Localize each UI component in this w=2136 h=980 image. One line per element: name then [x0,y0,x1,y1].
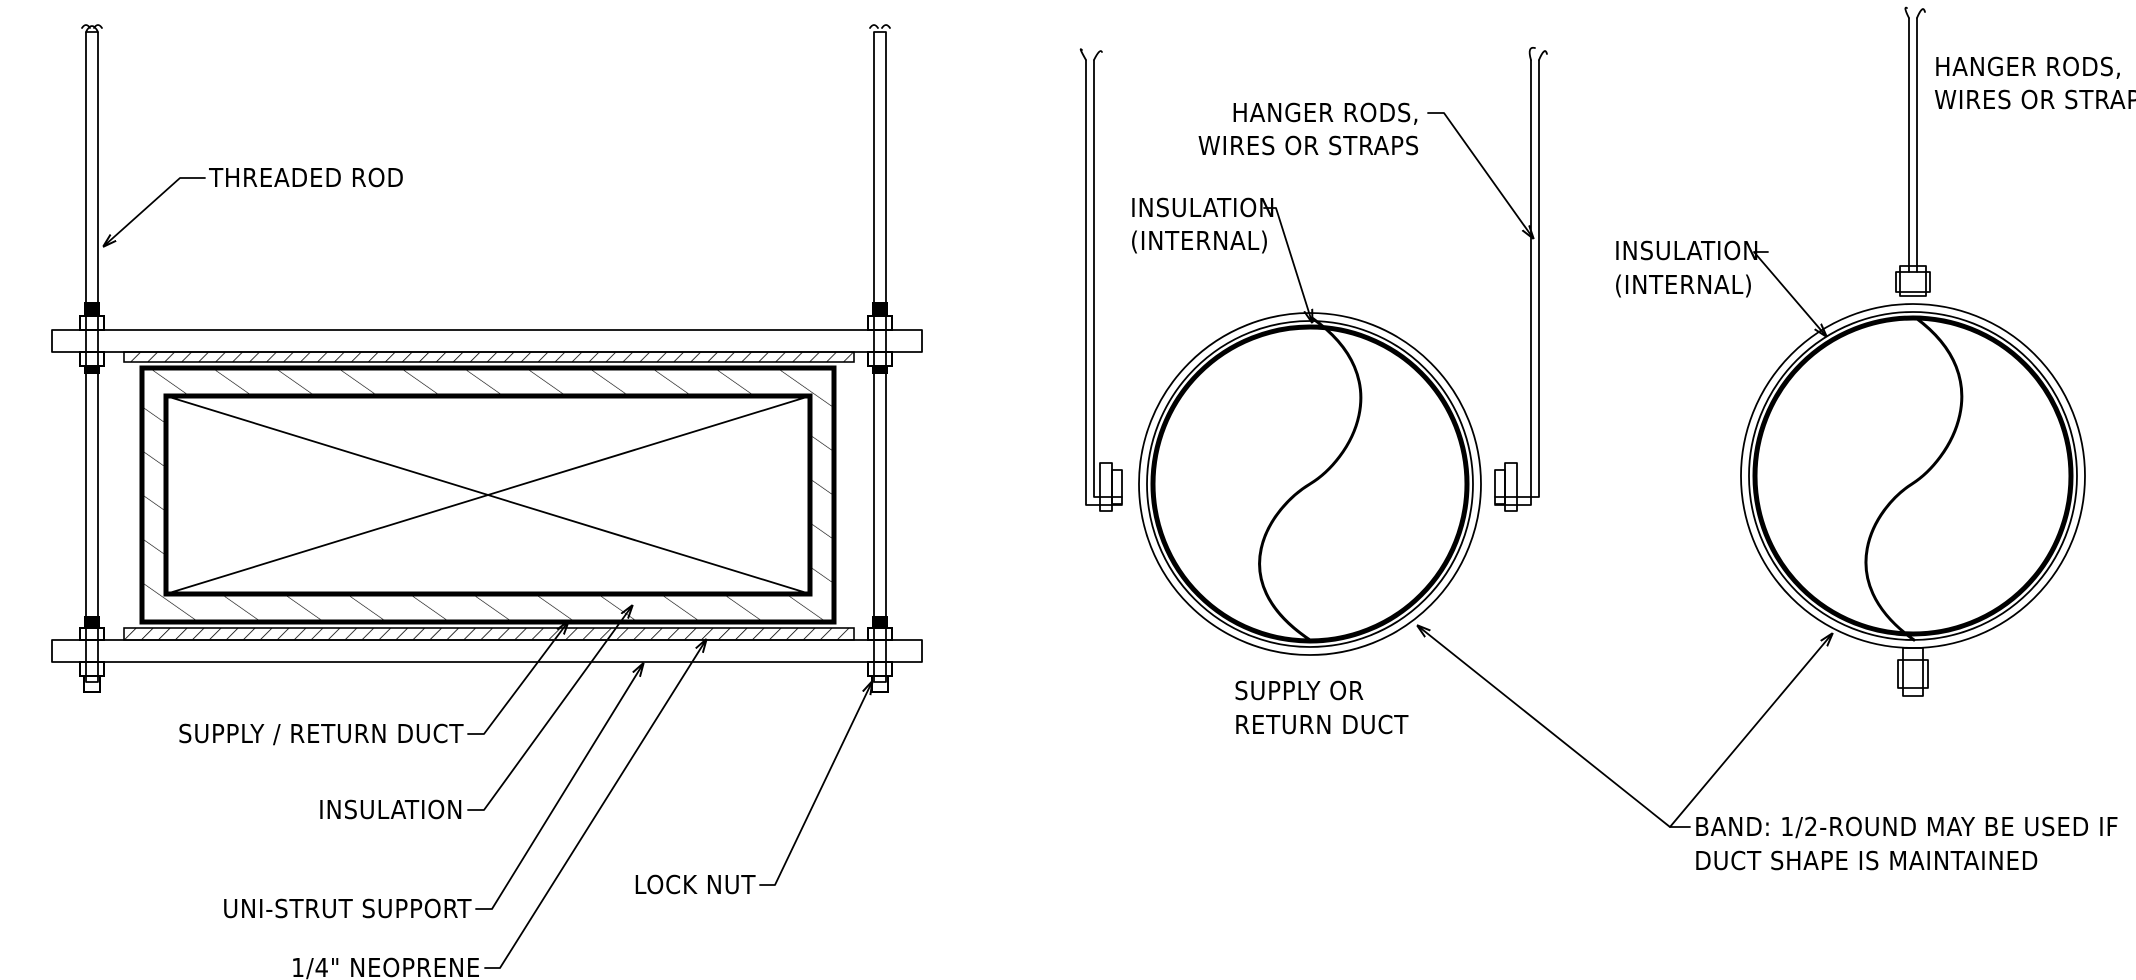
hanger-rods-label-1: HANGER RODS, [1231,99,1420,129]
bottom-neoprene [123,627,855,641]
bottom-uni-strut [51,639,923,663]
round-duct-inner-right [1752,315,2074,637]
insulation-right-label-2: (INTERNAL) [1614,271,1753,301]
top-neoprene [123,351,855,363]
insulation-internal-label-2: (INTERNAL) [1130,227,1269,257]
uni-strut-support-label: UNI-STRUT SUPPORT [222,895,472,925]
insulation-label: INSULATION [318,796,464,826]
supply-return-duct-label: SUPPLY / RETURN DUCT [178,720,464,750]
round-duct-band-outer-right [1740,303,2086,649]
round-duct-side-hanger-detail: HANGER RODS, WIRES OR STRAPS INSULATION … [1079,46,1548,741]
supply-or-return-label-2: RETURN DUCT [1234,711,1409,741]
hanger-rods-right-label-2: WIRES OR STRAPS [1934,86,2136,116]
insulation-internal-label-1: INSULATION [1130,194,1276,224]
round-duct-top-hanger-detail: HANGER RODS, WIRES OR STRAPS INSULATION … [1614,6,2136,697]
neoprene-label: 1/4" NEOPRENE [291,954,481,980]
hanger-rods-label-2: WIRES OR STRAPS [1198,132,1420,162]
left-detail-leaders [104,177,872,969]
band-callout: BAND: 1/2-ROUND MAY BE USED IF DUCT SHAP… [1418,626,2119,877]
hanger-rods-right-label-1: HANGER RODS, [1934,53,2123,83]
insulation-right-label-1: INSULATION [1614,237,1760,267]
top-uni-strut [51,329,923,353]
supply-or-return-label-1: SUPPLY OR [1234,677,1365,707]
threaded-rod-label: THREADED ROD [208,164,405,194]
band-label-1: BAND: 1/2-ROUND MAY BE USED IF [1694,813,2119,843]
rod-nuts [79,302,893,693]
band-label-2: DUCT SHAPE IS MAINTAINED [1694,847,2039,877]
threaded-rod-left [81,24,103,683]
threaded-rod-right [869,24,891,683]
lock-nut-label: LOCK NUT [633,871,756,901]
rectangular-duct-detail: THREADED ROD SUPPLY / RETURN DUCT INSULA… [51,24,923,980]
